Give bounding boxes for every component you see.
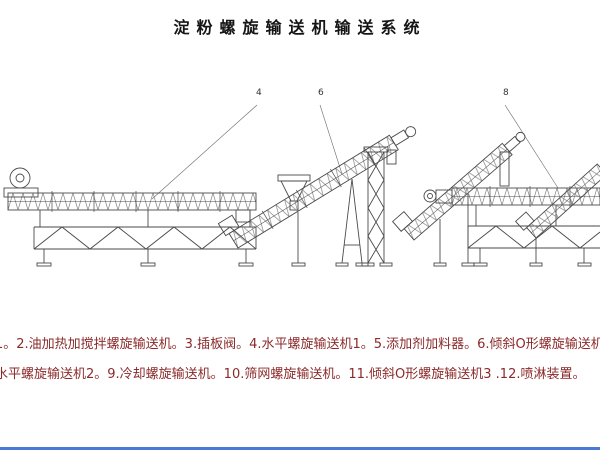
inclined-conveyor-3 — [514, 163, 600, 267]
left-truss — [33, 210, 257, 267]
left-conveyor — [3, 167, 257, 223]
support-tower — [361, 146, 393, 267]
bottom-strip — [0, 447, 600, 450]
legend-line-2: 水平螺旋输送机2。9.冷却螺旋输送机。10.筛网螺旋输送机。11.倾斜O形螺旋输… — [0, 367, 586, 382]
page-title: 淀粉螺旋输送机输送系统 — [173, 18, 427, 37]
callout-8: 8 — [503, 88, 509, 98]
inclined-conveyor-1 — [217, 126, 417, 267]
legend-line-1: 1。2.油加热加搅拌螺旋输送机。3.插板阀。4.水平螺旋输送机1。5.添加剂加料… — [0, 337, 600, 352]
leader-lines — [151, 104, 559, 200]
callout-4: 4 — [256, 88, 262, 98]
callout-6: 6 — [318, 88, 324, 98]
component-legend: 1。2.油加热加搅拌螺旋输送机。3.插板阀。4.水平螺旋输送机1。5.添加剂加料… — [0, 330, 600, 390]
